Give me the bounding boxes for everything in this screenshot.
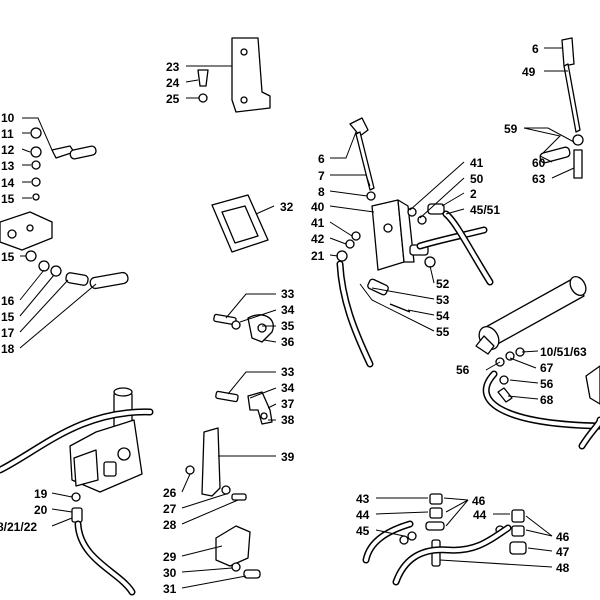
bracket-23 [197, 37, 271, 113]
callout-68: 68 [540, 393, 554, 407]
callout-14: 14 [1, 176, 15, 190]
callout-42: 42 [311, 232, 325, 246]
hydraulic-cylinder [475, 276, 600, 405]
callout-33-a: 33 [281, 287, 295, 301]
callout-7: 7 [318, 169, 325, 183]
leader-lines [19, 47, 575, 589]
callout-15-a: 15 [1, 192, 15, 206]
callout-35: 35 [281, 319, 295, 333]
callout-10-51-63: 10/51/63 [540, 345, 587, 359]
callout-56-a: 56 [456, 363, 470, 377]
callout-labels: 10 11 12 13 14 15 15 16 15 17 18 19 20 8… [0, 42, 587, 596]
callout-11: 11 [1, 127, 14, 141]
clamp-lower [215, 390, 273, 425]
callout-8-21-22: 8/21/22 [0, 520, 37, 534]
callout-46-b: 46 [556, 530, 570, 544]
center-lever-valve [336, 117, 445, 313]
callout-67: 67 [540, 361, 554, 375]
callout-16: 16 [1, 294, 15, 308]
callout-27: 27 [163, 502, 177, 516]
callout-41-b: 41 [470, 156, 484, 170]
callout-30: 30 [163, 566, 177, 580]
callout-45: 45 [356, 524, 370, 538]
callout-45-51: 45/51 [470, 203, 500, 217]
pump-assembly [69, 387, 143, 523]
callout-8: 8 [318, 185, 325, 199]
callout-18: 18 [1, 342, 15, 356]
callout-44-a: 44 [356, 508, 370, 522]
callout-36: 36 [281, 335, 295, 349]
callout-38: 38 [281, 413, 295, 427]
pad-32 [211, 194, 269, 253]
callout-31: 31 [163, 582, 177, 596]
callout-21: 21 [311, 249, 325, 263]
clamp-upper [213, 313, 274, 343]
callout-23: 23 [166, 60, 180, 74]
callout-24: 24 [166, 76, 180, 90]
callout-10: 10 [1, 111, 15, 125]
callout-12: 12 [1, 143, 15, 157]
right-lever [539, 37, 584, 179]
bracket-39 [185, 427, 247, 501]
callout-13: 13 [1, 159, 15, 173]
callout-41-a: 41 [311, 216, 325, 230]
callout-20: 20 [34, 503, 48, 517]
callout-49: 49 [522, 65, 536, 79]
callout-15-b: 15 [1, 250, 15, 264]
callout-34-b: 34 [281, 381, 295, 395]
callout-33-b: 33 [281, 365, 295, 379]
callout-60: 60 [532, 156, 546, 170]
callout-15-c: 15 [1, 310, 15, 324]
callout-19: 19 [34, 487, 48, 501]
callout-44-b: 44 [473, 508, 487, 522]
callout-32: 32 [280, 200, 294, 214]
callout-25: 25 [166, 92, 180, 106]
callout-50: 50 [470, 172, 484, 186]
block-29 [215, 525, 261, 579]
callout-34-a: 34 [281, 303, 295, 317]
callout-48: 48 [556, 561, 570, 575]
callout-59: 59 [504, 122, 518, 136]
callout-52: 52 [436, 277, 450, 291]
callout-6-a: 6 [318, 152, 325, 166]
callout-37: 37 [281, 397, 295, 411]
callout-26: 26 [163, 486, 177, 500]
callout-2: 2 [470, 187, 477, 201]
callout-43: 43 [356, 492, 370, 506]
callout-46-a: 46 [472, 494, 486, 508]
callout-17: 17 [1, 326, 15, 340]
callout-40: 40 [311, 200, 325, 214]
callout-39: 39 [281, 450, 295, 464]
left-valve-block [0, 127, 129, 290]
callout-63: 63 [532, 172, 546, 186]
callout-29: 29 [163, 550, 177, 564]
callout-28: 28 [163, 518, 177, 532]
callout-47: 47 [556, 545, 570, 559]
part-drawings [0, 37, 600, 579]
hoses [0, 210, 600, 596]
callout-56-b: 56 [540, 377, 554, 391]
callout-6-b: 6 [532, 42, 539, 56]
callout-53: 53 [436, 293, 450, 307]
callout-54: 54 [436, 309, 450, 323]
bottom-fittings [399, 493, 527, 567]
callout-55: 55 [436, 325, 450, 339]
